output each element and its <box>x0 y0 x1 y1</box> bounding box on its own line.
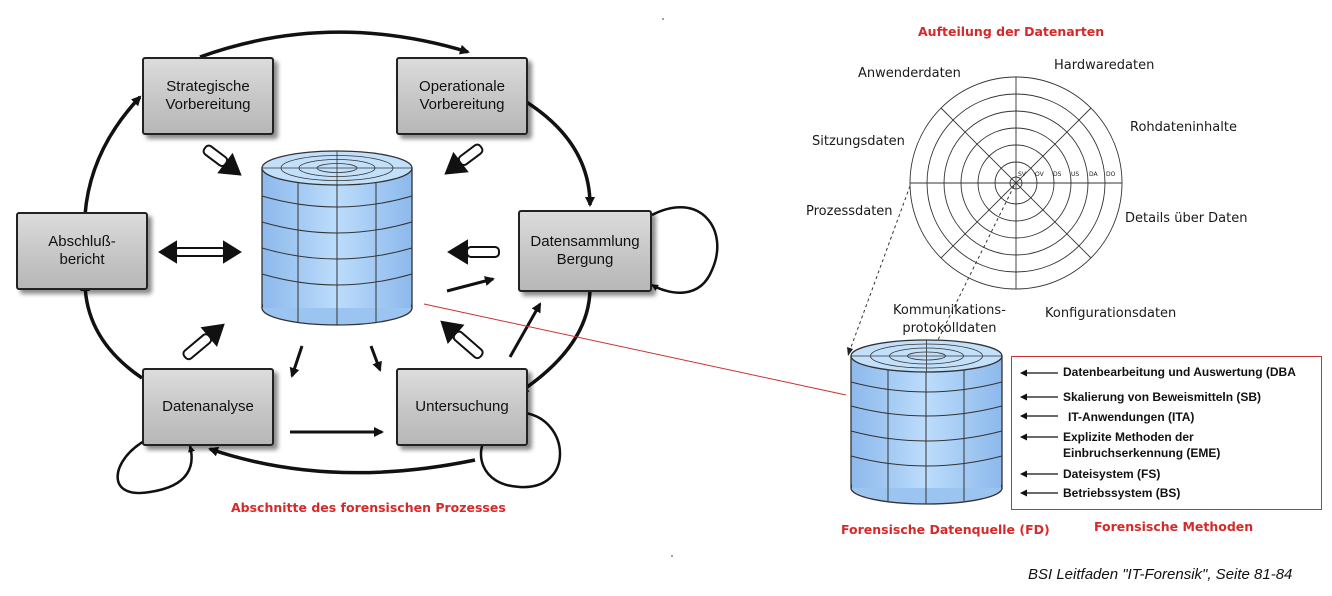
citation: BSI Leitfaden "IT-Forensik", Seite 81-84 <box>1028 566 1293 583</box>
ring-label: DO <box>1106 171 1116 178</box>
label-process-data: Prozessdaten <box>806 204 893 219</box>
method-item: Datenbearbeitung und Auswertung (DBA <box>1063 365 1296 379</box>
self-loop-arrows <box>116 206 719 495</box>
label-details-data: Details über Daten <box>1125 211 1248 226</box>
method-item: Skalierung von Beweismitteln (SB) <box>1063 390 1262 404</box>
stray-dot <box>671 555 673 557</box>
methods-caption: Forensische Methoden <box>1094 519 1254 534</box>
hollow-block-arrows <box>158 143 500 361</box>
method-item: Explizite Methoden der Einbruchserkennun… <box>1063 430 1221 460</box>
polar-projection-lines <box>849 185 1015 359</box>
ring-label: US <box>1071 171 1080 178</box>
step-final-report: Abschluß- bericht <box>16 212 148 290</box>
method-item: Betriebssystem (BS) <box>1063 486 1181 500</box>
label-user-data: Anwenderdaten <box>858 66 961 81</box>
stray-dot <box>662 18 664 20</box>
ring-label: SV <box>1018 171 1026 178</box>
step-operational-preparation: Operationale Vorbereitung <box>396 57 528 135</box>
label-comm-data: Kommunikations- protokolldaten <box>893 303 1006 336</box>
step-collection-label: Datensammlung Bergung <box>530 233 640 268</box>
inner-flow-arrows <box>289 276 542 437</box>
step-investigation-label: Untersuchung <box>415 398 509 415</box>
step-investigation: Untersuchung <box>396 368 528 446</box>
step-data-analysis: Datenanalyse <box>142 368 274 446</box>
method-item: IT-Anwendungen (ITA) <box>1068 410 1195 424</box>
step-strategic-label: Strategische Vorbereitung <box>165 78 251 113</box>
data-cylinder-center <box>261 150 413 326</box>
label-hardware-data: Hardwaredaten <box>1054 58 1155 73</box>
data-types-polar-chart <box>909 76 1123 290</box>
label-config-data: Konfigurationsdaten <box>1045 306 1177 321</box>
label-raw-data: Rohdateninhalte <box>1130 120 1237 135</box>
process-caption: Abschnitte des forensischen Prozesses <box>231 500 506 515</box>
step-strategic-preparation: Strategische Vorbereitung <box>142 57 274 135</box>
data-source-caption: Forensische Datenquelle (FD) <box>841 522 1050 537</box>
forensic-data-source-cylinder <box>850 339 1003 505</box>
connector-line <box>423 303 847 396</box>
label-session-data: Sitzungsdaten <box>812 134 905 149</box>
step-report-label: Abschluß- bericht <box>48 233 116 268</box>
step-operational-label: Operationale Vorbereitung <box>419 78 505 113</box>
data-types-title: Aufteilung der Datenarten <box>918 24 1105 39</box>
ring-label: DS <box>1053 171 1062 178</box>
method-item: Dateisystem (FS) <box>1063 467 1161 481</box>
method-pointer-arrows <box>1020 369 1058 497</box>
ring-label: DA <box>1089 171 1098 178</box>
process-cycle-arrows <box>80 30 595 475</box>
methods-frame <box>1011 356 1322 510</box>
step-data-collection: Datensammlung Bergung <box>518 210 652 292</box>
ring-label: OV <box>1035 171 1044 178</box>
step-analysis-label: Datenanalyse <box>162 398 254 415</box>
